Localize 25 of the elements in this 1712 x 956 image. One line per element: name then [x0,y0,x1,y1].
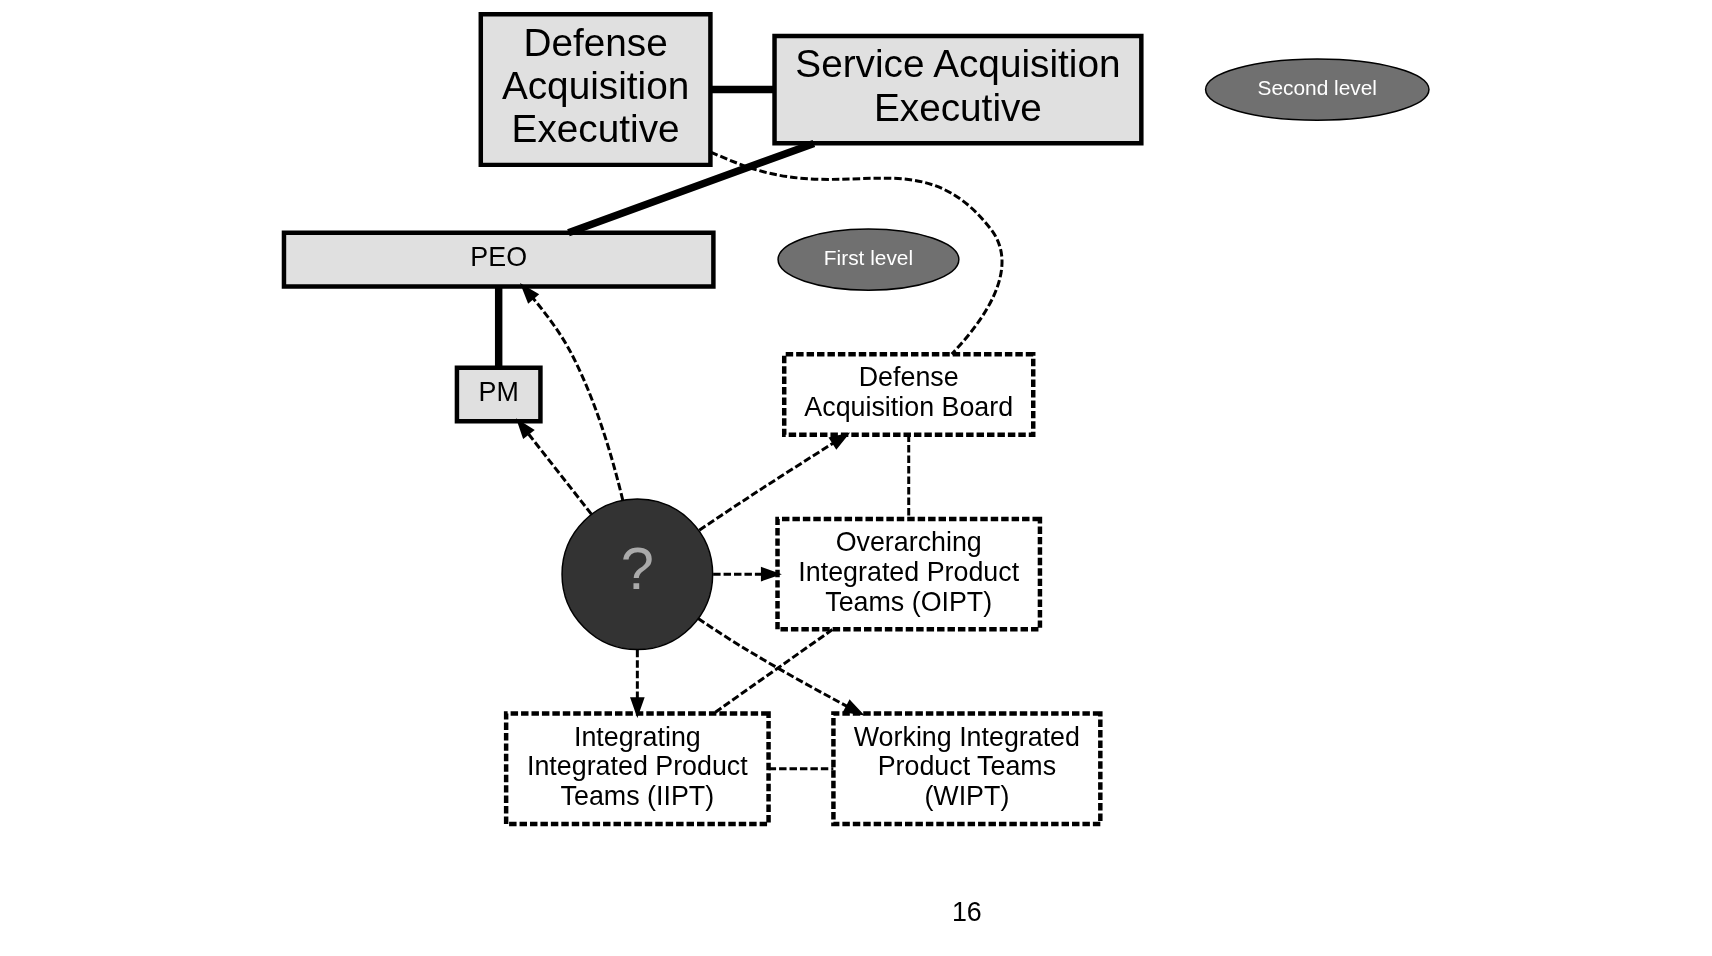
node-box: Overarching Integrated Product Teams (OIPT) [774,516,1042,632]
node-box: Integrating Integrated Product Teams (IIPT) [503,711,771,827]
arrow [629,649,645,719]
connector [768,767,833,771]
arrow [696,617,865,716]
connector [906,434,910,519]
node-circle: ? [560,498,713,651]
connector [710,85,774,94]
arrow [697,432,850,532]
node-box: Service Acquisition Executive [771,33,1144,146]
node-box: Defense Acquisition Board [781,352,1035,437]
node-box: Defense Acquisition Executive [478,12,713,168]
node-ellipse: First level [776,228,960,291]
arrow [712,566,782,582]
node-box: PM [454,365,543,424]
label: 16 [951,897,982,928]
connector [709,150,1003,356]
connector [712,628,833,715]
connector [566,139,815,237]
arrow [519,283,624,501]
node-box: Working Integrated Product Teams (WIPT) [830,711,1103,827]
arrow [515,418,593,515]
connector [494,286,502,368]
node-ellipse: Second level [1204,58,1430,121]
node-box: PEO [281,230,716,289]
